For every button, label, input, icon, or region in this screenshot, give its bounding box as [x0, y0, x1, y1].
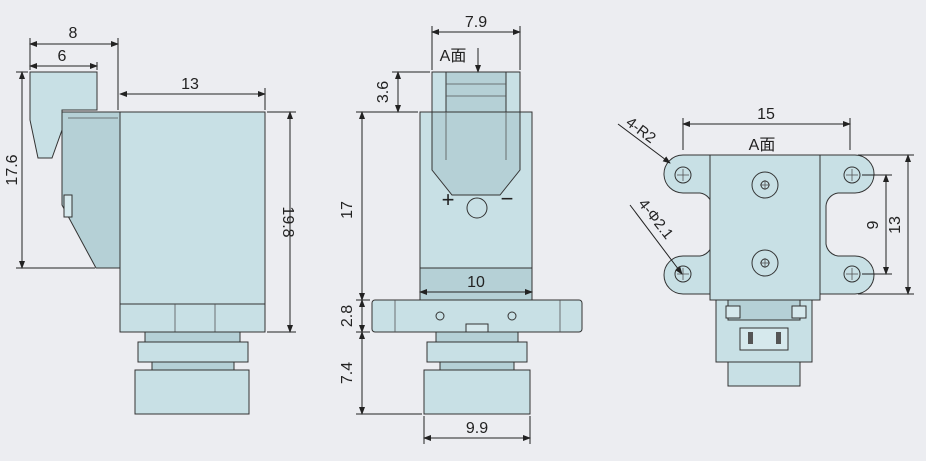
side-tab — [63, 194, 73, 218]
top-connector-foot — [727, 361, 801, 387]
flange-notch — [465, 323, 489, 333]
front-connector-shroud — [431, 111, 521, 196]
connector-latch-right — [791, 305, 807, 319]
side-groove — [151, 361, 235, 371]
dim-front-17: 17 — [339, 201, 356, 219]
minus-symbol: − — [501, 186, 514, 211]
dim-front-2-8: 2.8 — [339, 305, 356, 327]
side-coil-body — [119, 111, 266, 305]
side-base-block — [119, 303, 266, 333]
connector-pin-2 — [776, 332, 781, 344]
top-view: 15 A面 4-R2 4-Φ2.1 9 13 — [617, 106, 914, 387]
side-nozzle — [134, 369, 250, 415]
dim-top-9: 9 — [865, 220, 882, 229]
dim-side-6: 6 — [58, 48, 67, 65]
flange-hole-right — [507, 311, 517, 321]
front-view: + − 7.9 A面 3.6 17 10 — [339, 14, 583, 444]
mount-hole-br — [843, 265, 861, 283]
dim-side-17-6: 17.6 — [4, 154, 21, 185]
dim-front-9-9: 9.9 — [466, 420, 488, 437]
side-ring — [137, 341, 249, 363]
side-housing — [61, 111, 121, 269]
front-groove — [439, 361, 515, 371]
center-hole-bottom — [751, 249, 779, 277]
mount-hole-tl — [674, 166, 692, 184]
front-face-label: A面 — [440, 48, 467, 65]
plus-symbol: + — [442, 187, 455, 212]
dim-front-3-6: 3.6 — [375, 81, 392, 103]
front-connector-slot — [445, 71, 507, 113]
dim-side-8: 8 — [69, 25, 78, 42]
connector-pin-1 — [748, 332, 753, 344]
dim-top-15: 15 — [757, 106, 775, 123]
side-neck — [144, 331, 241, 343]
flange-hole-left — [435, 311, 445, 321]
dim-front-10: 10 — [467, 274, 485, 291]
dim-side-13: 13 — [181, 76, 199, 93]
top-face-label: A面 — [749, 137, 776, 154]
mount-hole-tr — [843, 166, 861, 184]
top-body — [709, 154, 821, 301]
front-neck — [435, 331, 519, 343]
dim-front-7-9: 7.9 — [465, 14, 487, 31]
dim-top-13: 13 — [887, 216, 904, 234]
center-hole-top — [751, 171, 779, 199]
front-ring — [426, 341, 528, 363]
dim-side-19-8: 19.8 — [279, 206, 296, 237]
front-nozzle — [423, 369, 531, 415]
dim-front-7-4: 7.4 — [339, 362, 356, 384]
front-indicator-circle — [466, 197, 488, 219]
connector-latch-left — [725, 305, 741, 319]
side-view: 8 6 13 17.6 19.8 — [4, 25, 296, 415]
note-radius: 4-R2 — [623, 114, 659, 147]
